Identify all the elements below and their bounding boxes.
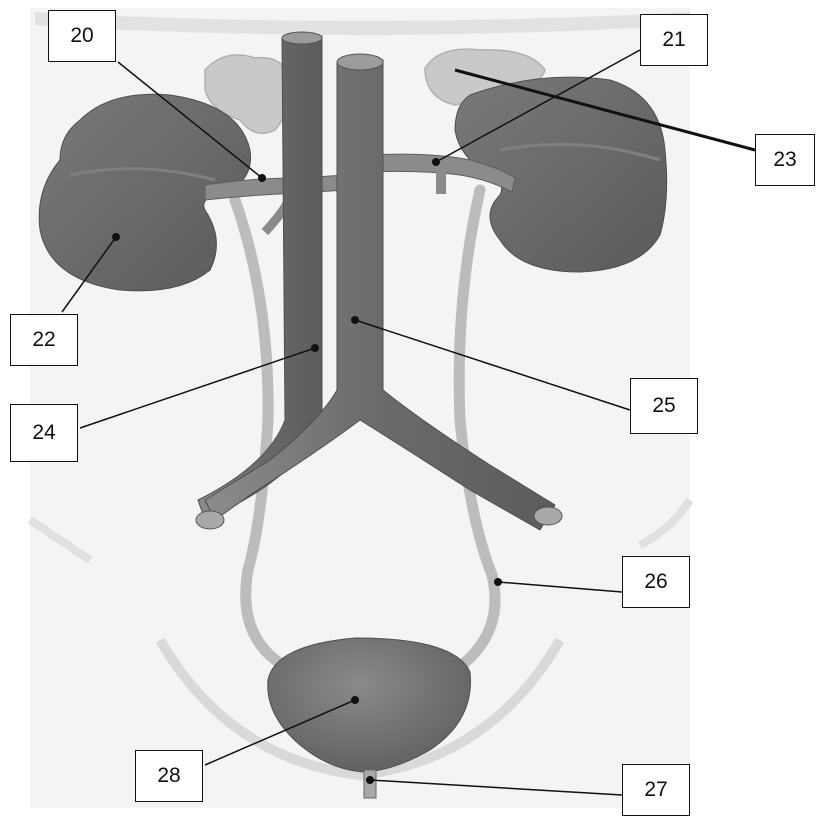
right-iliac-opening: [534, 507, 562, 525]
label-21: 21: [640, 14, 708, 66]
dot-27: [366, 776, 374, 784]
label-26: 26: [622, 556, 690, 608]
dot-20: [258, 174, 266, 182]
label-25: 25: [630, 378, 698, 434]
label-28: 28: [135, 750, 203, 802]
dot-28: [351, 696, 359, 704]
left-iliac-opening: [196, 511, 224, 529]
label-20: 20: [48, 10, 116, 62]
dot-26: [494, 578, 502, 586]
dot-24: [311, 344, 319, 352]
dot-22: [112, 233, 120, 241]
label-23: 23: [755, 134, 815, 186]
label-22: 22: [10, 314, 78, 366]
label-27: 27: [622, 764, 690, 816]
dot-21: [432, 158, 440, 166]
dot-25: [351, 316, 359, 324]
label-24: 24: [10, 404, 78, 462]
